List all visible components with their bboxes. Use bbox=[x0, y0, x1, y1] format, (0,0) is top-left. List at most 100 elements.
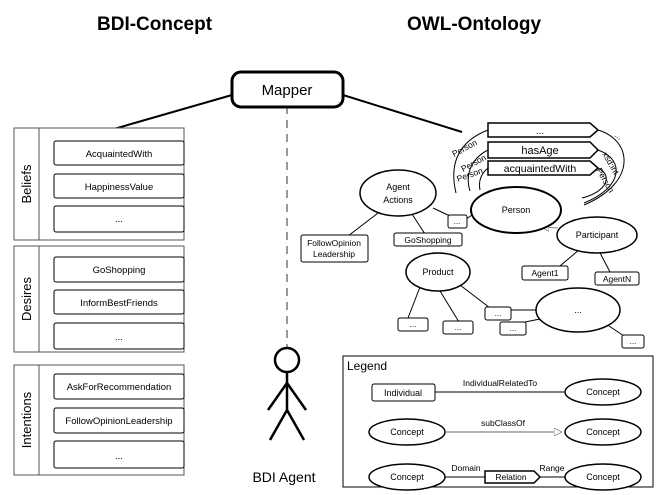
edge bbox=[432, 207, 451, 217]
concept-product bbox=[405, 252, 471, 292]
legend-domain-label: Domain bbox=[451, 463, 481, 473]
bdi-agent-label: BDI Agent bbox=[252, 469, 315, 485]
legend-relation-label: Relation bbox=[495, 472, 526, 482]
intention-item-label: FollowOpinionLeadership bbox=[65, 416, 172, 427]
heading-bdi-concept: BDI-Concept bbox=[97, 14, 213, 35]
bdi-agent-icon bbox=[266, 346, 308, 441]
individual-follow-opinion bbox=[300, 234, 369, 263]
desires-tab bbox=[13, 245, 40, 353]
legend-concept-label: Concept bbox=[586, 387, 620, 397]
concept-agent-actions bbox=[359, 169, 437, 217]
individual-follow-opinion-label-1: FollowOpinion bbox=[307, 238, 361, 248]
concept-product-label: Product bbox=[422, 267, 454, 277]
concept-more bbox=[535, 287, 621, 333]
desires-label: Desires bbox=[19, 276, 34, 321]
individual-dots-label: ... bbox=[455, 323, 462, 332]
intentions-tab bbox=[13, 364, 40, 476]
individual-dots-label: ... bbox=[510, 324, 517, 333]
mapper-link-left bbox=[99, 94, 233, 134]
belief-item-label: AcquaintedWith bbox=[86, 149, 153, 160]
desire-item bbox=[53, 289, 185, 315]
beliefs-group: Beliefs AcquaintedWith HappinessValue ..… bbox=[13, 127, 185, 241]
mapper-label: Mapper bbox=[262, 82, 313, 99]
legend-title: Legend bbox=[347, 359, 387, 373]
individual-dots bbox=[397, 317, 429, 332]
edge bbox=[411, 213, 426, 235]
heading-owl-ontology: OWL-Ontology bbox=[407, 14, 541, 35]
belief-item bbox=[53, 140, 185, 166]
individual-dots-label: ... bbox=[454, 217, 461, 226]
individual-go-shopping-label: GoShopping bbox=[404, 235, 452, 245]
concept-participant-label: Participant bbox=[576, 230, 619, 240]
mapper-link-right bbox=[342, 94, 463, 133]
legend-concept-label: Concept bbox=[586, 472, 620, 482]
concept-person-label: Person bbox=[502, 205, 531, 215]
legend-concept-label: Concept bbox=[390, 472, 424, 482]
belief-item-label: ... bbox=[115, 214, 123, 225]
individual-go-shopping bbox=[393, 232, 463, 247]
intentions-label: Intentions bbox=[19, 391, 34, 448]
desire-item-label: GoShopping bbox=[93, 265, 146, 276]
legend-concept-label: Concept bbox=[390, 427, 424, 437]
mapper-box bbox=[230, 70, 345, 109]
beliefs-label: Beliefs bbox=[19, 164, 34, 204]
belief-item-label: HappinessValue bbox=[85, 182, 153, 193]
intention-item bbox=[53, 407, 185, 434]
relation-arc-hasage-range bbox=[583, 149, 617, 204]
intention-item-label: AskForRecommendation bbox=[67, 382, 172, 393]
relation-arrow bbox=[487, 160, 600, 176]
concept-agent-actions-label-1: Agent bbox=[386, 182, 410, 192]
individual-agentn-label: AgentN bbox=[603, 274, 631, 284]
legend-concept-label: Concept bbox=[586, 427, 620, 437]
legend-relation-arrow bbox=[484, 470, 542, 484]
desire-item-label: ... bbox=[115, 332, 123, 343]
desire-item bbox=[53, 322, 185, 350]
individual-dots-label: ... bbox=[410, 320, 417, 329]
individual-dots bbox=[484, 306, 512, 321]
relation-arrow-label: acquaintedWith bbox=[504, 163, 577, 175]
concept-more-label: ... bbox=[574, 305, 582, 315]
range-label: ... bbox=[613, 129, 625, 141]
domain-label: Person bbox=[450, 137, 479, 159]
legend-concept-ellipse bbox=[564, 463, 642, 491]
intentions-group: Intentions AskForRecommendation FollowOp… bbox=[13, 364, 185, 476]
legend-concept-ellipse bbox=[564, 418, 642, 446]
concept-agent-actions-label-2: Actions bbox=[383, 195, 413, 205]
individual-agent1 bbox=[521, 265, 569, 281]
edge bbox=[459, 284, 491, 309]
individual-dots-label: ... bbox=[495, 309, 502, 318]
legend-subclass-label: subClassOf bbox=[481, 418, 526, 428]
relation-arrow bbox=[487, 122, 600, 138]
desire-item-label: InformBestFriends bbox=[80, 298, 158, 309]
individual-follow-opinion-label-2: Leadership bbox=[313, 249, 355, 259]
relation-arc-acquainted-range bbox=[581, 167, 607, 199]
relation-arrow-label: ... bbox=[536, 126, 544, 137]
beliefs-tab bbox=[13, 127, 40, 241]
edge bbox=[347, 209, 383, 237]
legend-concept-ellipse bbox=[564, 378, 642, 406]
individual-dots bbox=[499, 321, 527, 336]
legend-individual-relation: IndividualRelatedTo bbox=[463, 378, 537, 388]
desire-item bbox=[53, 256, 185, 283]
relation-arrow-label: hasAge bbox=[521, 145, 558, 157]
relation-arrow bbox=[487, 141, 600, 159]
legend-individual-label: Individual bbox=[384, 388, 422, 398]
relation-arc-dots-domain bbox=[453, 129, 489, 194]
individual-agentn bbox=[594, 271, 640, 286]
desires-group: Desires GoShopping InformBestFriends ... bbox=[13, 245, 185, 353]
individual-dots-label: ... bbox=[630, 337, 637, 346]
concept-person bbox=[470, 186, 562, 234]
legend-range-label: Range bbox=[539, 463, 564, 473]
intention-item bbox=[53, 440, 185, 469]
intention-item-label: ... bbox=[115, 451, 123, 462]
relation-arc-acquainted-domain bbox=[479, 167, 489, 191]
individual-agent1-label: Agent1 bbox=[532, 268, 559, 278]
edge bbox=[559, 248, 581, 267]
intention-item bbox=[53, 373, 185, 400]
relation-arc-dots-range bbox=[583, 129, 625, 206]
belief-item bbox=[53, 173, 185, 199]
individual-dots bbox=[442, 320, 474, 335]
edge bbox=[407, 286, 421, 319]
concept-participant bbox=[556, 216, 638, 254]
